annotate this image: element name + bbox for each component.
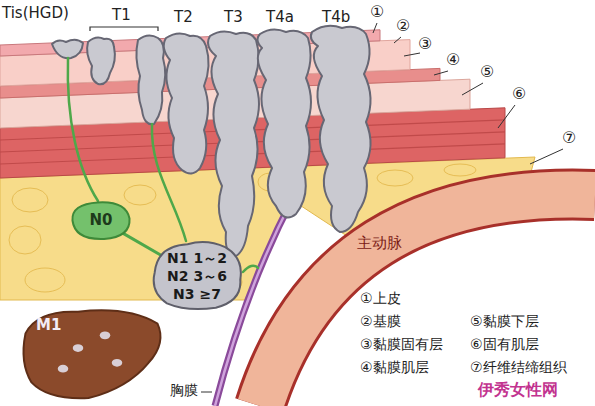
metastasis-spot [73,344,84,352]
structure-label: 胸膜 [170,382,198,399]
leader-line [373,23,377,33]
leader-line [434,71,448,75]
fat-lobule [377,170,413,186]
tumour-t4b [311,26,371,232]
tumour-t1a [87,38,115,85]
fat-lobule [12,188,48,212]
metastasis-spot [58,365,69,373]
fat-lobule [25,268,65,292]
node-text: N2 3～6 [167,267,227,285]
lymph-vessel [243,266,258,272]
tumour-t2 [164,33,209,173]
legend-text: ④黏膜肌层 [360,359,429,376]
callout-number: ① [370,2,384,21]
stage-bracket [90,27,158,31]
fat-lobule [124,185,156,205]
legend-text: ③黏膜固有层 [360,336,443,353]
aorta-body [260,195,595,406]
legend-text: ⑤黏膜下层 [470,313,539,330]
callout-number: ② [396,16,410,35]
leader-line [498,105,515,128]
stage-label: T4b [322,8,350,26]
metastatic-lymph-node: N1 1～2N2 3～6N3 ≥7 [150,240,244,312]
callout-number: ④ [446,50,460,69]
tumour-t3 [208,31,259,256]
callout-number: ③ [418,34,432,53]
lymph-vessel [68,58,98,201]
legend-text: ⑦纤维结缔组织 [470,359,567,376]
leader-line [404,53,420,56]
metastasis-spot [112,359,123,367]
fat-lobule [9,226,41,254]
lymph-vessels [68,58,258,272]
leader-line [462,83,483,95]
lymph-vessel [152,124,186,241]
aorta-wall [260,195,595,406]
tumour-t1b [136,35,165,124]
tumour-tis [52,40,83,58]
node-text: N3 ≥7 [173,285,221,303]
watermark: 伊秀女性网 [478,380,558,399]
leader-line [394,37,401,43]
tumours [52,26,371,256]
leader-line [201,392,212,393]
metastasis-spot [100,331,111,339]
stage-label: T2 [174,8,193,26]
fat-lobule [444,164,476,176]
lymph-connector [124,234,161,255]
callout-number: ⑥ [512,84,526,103]
liver-outline [24,310,161,398]
node-text: N1 1～2 [167,249,227,267]
metastatic-lymph-node-outline [154,242,241,309]
lymph-node: N0 [70,200,132,241]
legend-text: ⑥固有肌层 [470,336,539,353]
stage-label: T4a [266,8,294,26]
node-text: N0 [90,211,113,230]
structure-label: 主动脉 [357,234,402,252]
stage-label: T3 [224,8,243,26]
legend-text: ①上皮 [360,290,401,307]
leader-line [530,149,563,164]
stage-label: T1 [112,6,131,24]
callout-number: ⑤ [480,62,494,81]
stage-label: Tis(HGD) [2,4,69,22]
tumour-t4a [257,29,311,217]
legend-text: ②基膜 [360,313,401,330]
callout-number: ⑦ [562,128,576,147]
lymph-node-outline [72,202,129,239]
liver: M1 [18,304,168,402]
leader-lines [201,23,563,392]
node-text: M1 [36,316,61,335]
